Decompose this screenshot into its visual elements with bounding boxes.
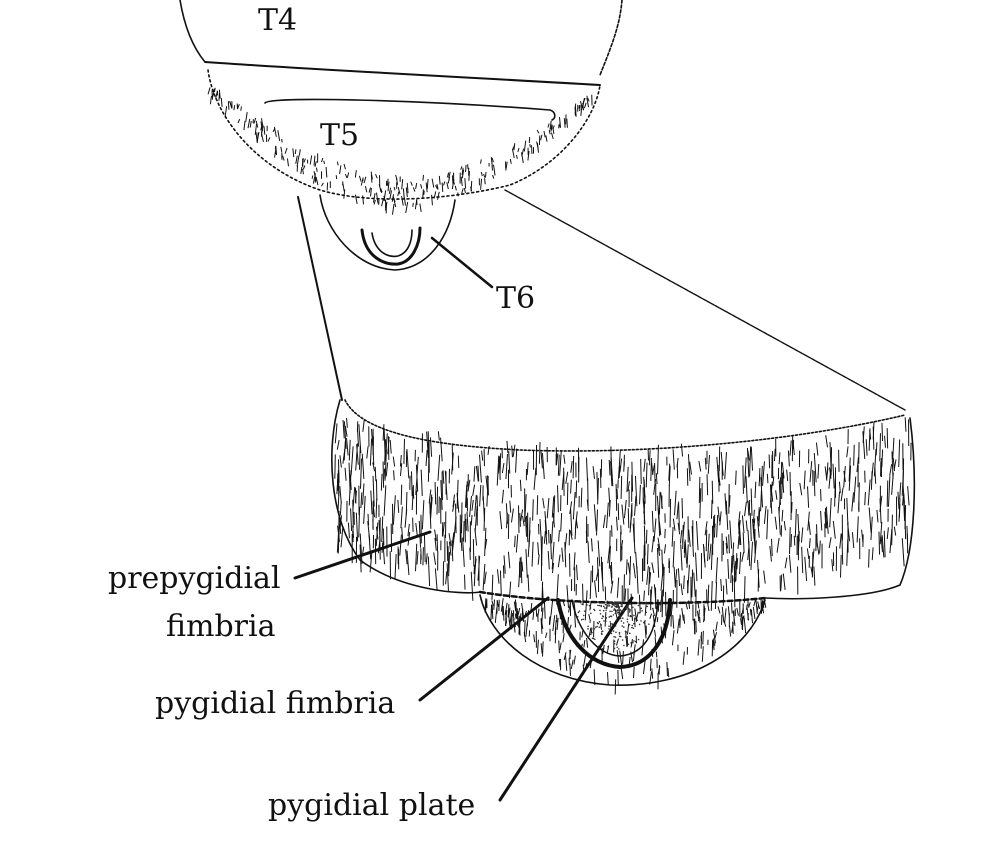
tergum-5-top-edge bbox=[204, 61, 601, 86]
pygidial-fimbria-leader bbox=[418, 596, 550, 702]
hair-strokes bbox=[207, 87, 912, 695]
label-t5: T5 bbox=[320, 118, 359, 153]
label-t4: T4 bbox=[258, 3, 297, 38]
label-fimbria: fimbria bbox=[166, 609, 276, 644]
tergum-4-right-edge bbox=[599, 0, 623, 76]
t6-leader-line bbox=[430, 236, 494, 289]
tergum-5-lower-outline bbox=[207, 69, 601, 200]
pygidial-plate-outline bbox=[556, 598, 672, 670]
prepygidial-band-left bbox=[331, 399, 481, 594]
prepygidial-band-top bbox=[344, 399, 906, 452]
tergum-6-outline bbox=[319, 194, 456, 271]
tergum-4-outline bbox=[179, 0, 206, 63]
prepygidial-band-bottom bbox=[478, 590, 767, 605]
prepygidial-band-right bbox=[764, 417, 916, 600]
pygidial-plate-leader bbox=[498, 596, 634, 802]
zoom-line-left bbox=[297, 196, 343, 401]
label-pygidial-fimbria: pygidial fimbria bbox=[155, 686, 395, 721]
zoom-line-right bbox=[504, 189, 906, 411]
tergum-6-plate bbox=[360, 226, 422, 266]
tergum-5-inner-arc bbox=[264, 98, 556, 121]
label-pygidial-plate: pygidial plate bbox=[268, 788, 475, 823]
label-prepygidial: prepygidial bbox=[108, 561, 281, 596]
label-t6: T6 bbox=[496, 281, 535, 316]
pygidial-plate-stipple bbox=[576, 601, 654, 650]
